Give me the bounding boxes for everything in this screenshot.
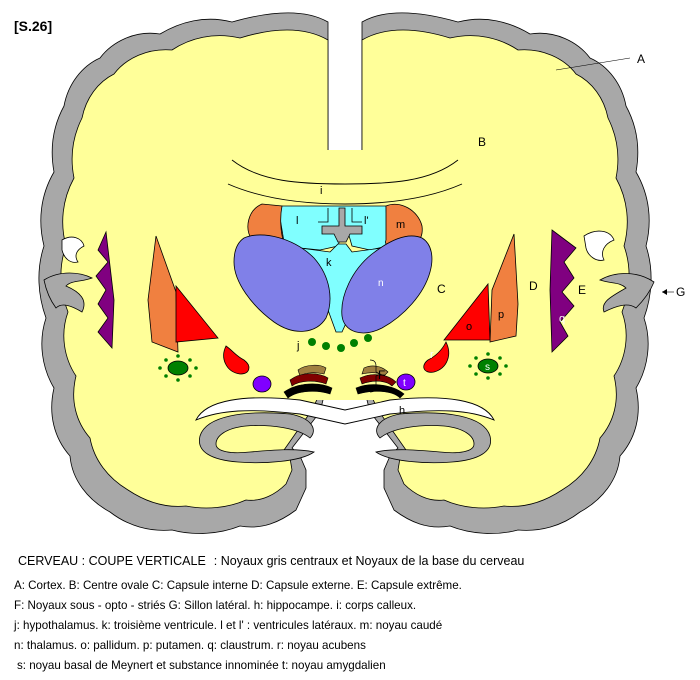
- label-h: h: [399, 405, 405, 417]
- amygdala-right: [396, 373, 416, 391]
- label-A: A: [637, 52, 645, 66]
- insula-fold-left: [61, 236, 85, 263]
- pointer-line-A: [555, 57, 631, 71]
- label-n: n: [378, 278, 384, 289]
- pallidum-right: [443, 282, 491, 341]
- pallidum-left: [175, 284, 219, 343]
- septum-pellucidum: [321, 207, 363, 243]
- legend-line-4: n: thalamus. o: pallidum. p: putamen. q:…: [14, 639, 366, 652]
- putamen-left: [147, 235, 179, 353]
- label-i: i: [320, 185, 322, 197]
- legend-line-3: j: hypothalamus. k: troisième ventricule…: [14, 619, 443, 632]
- label-C: C: [437, 282, 446, 296]
- label-q: q: [559, 313, 565, 325]
- caption-title: CERVEAU : COUPE VERTICALE: [18, 554, 206, 568]
- caption: CERVEAU : COUPE VERTICALE : Noyaux gris c…: [18, 554, 524, 568]
- hippocampus-left: [199, 412, 315, 464]
- figure-id: [S.26]: [14, 18, 52, 34]
- nucleus-accumbens-right: [423, 341, 450, 373]
- label-o: o: [466, 321, 472, 333]
- label-r: r: [430, 349, 434, 361]
- label-l-prime: l': [364, 215, 369, 227]
- interhemispheric-fissure-edge: [231, 159, 459, 185]
- lateral-sulcus-left: [43, 272, 93, 313]
- label-k: k: [326, 257, 332, 269]
- legend-line-2: F: Noyaux sous - opto - striés G: Sillon…: [14, 599, 417, 612]
- brain-coronal-section-diagram: [S.26]: [14, 12, 685, 534]
- ventricle-divider-right: [351, 208, 362, 223]
- label-p: p: [498, 309, 504, 321]
- claustrum-left: [95, 230, 115, 350]
- label-t: t: [403, 378, 406, 389]
- corpus-callosum-outline: [227, 183, 463, 205]
- pointer-arrow-G: [662, 289, 667, 295]
- thalamus-right: [341, 235, 433, 334]
- label-l: l: [296, 215, 298, 227]
- basal-nucleus-meynert-left: [158, 354, 198, 382]
- putamen-right: [489, 233, 519, 343]
- insula-fold-right: [583, 230, 615, 261]
- label-s: s: [485, 362, 490, 373]
- ventricle-divider-left: [318, 208, 329, 223]
- bracket-F: [369, 359, 381, 393]
- label-F: F: [378, 368, 385, 382]
- sub-opto-striate-nuclei: [283, 364, 405, 399]
- label-B: B: [478, 135, 486, 149]
- hippocampus-right: [375, 412, 491, 464]
- amygdala-left: [252, 375, 272, 393]
- label-E: E: [578, 283, 586, 297]
- legend-line-5: s: noyau basal de Meynert et substance i…: [17, 659, 386, 672]
- caption-subtitle: : Noyaux gris centraux et Noyaux de la b…: [213, 554, 525, 568]
- legend: CERVEAU : COUPE VERTICALE : Noyaux gris c…: [0, 548, 700, 678]
- inferior-fissure: [195, 397, 495, 425]
- label-G: G: [676, 285, 685, 299]
- claustrum-right: [549, 229, 577, 353]
- hypothalamus-nuclei: [308, 334, 372, 352]
- label-m: m: [396, 219, 405, 231]
- lateral-sulcus-right: [599, 273, 655, 313]
- basal-nucleus-meynert-right: [468, 352, 508, 380]
- legend-line-1: A: Cortex. B: Centre ovale C: Capsule in…: [14, 579, 462, 592]
- nucleus-accumbens-left: [223, 345, 250, 375]
- thalamus-left: [233, 234, 331, 332]
- label-D: D: [529, 279, 538, 293]
- label-j: j: [296, 340, 299, 352]
